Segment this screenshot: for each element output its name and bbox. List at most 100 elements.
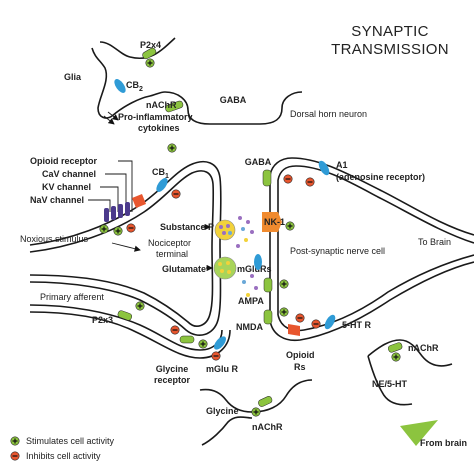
- mglur-receptor: [214, 336, 226, 350]
- p2x4-label: P2x4: [140, 40, 161, 50]
- mglurs-label: mGluRs: [237, 264, 272, 274]
- stimulate-marker: [391, 352, 401, 362]
- legend-inhibit-icon: [10, 451, 20, 461]
- cb2-label: CB2: [126, 80, 143, 93]
- 5ht-label: 5-HT R: [342, 320, 372, 330]
- ampa-receptor: [263, 277, 273, 293]
- to-brain-label: To Brain: [418, 237, 451, 247]
- mglu-r-label: mGlu R: [206, 364, 239, 374]
- cytokine-arrow: [103, 115, 115, 125]
- noxious-arrow: [111, 242, 141, 252]
- legend-stimulate-icon: [10, 436, 20, 446]
- legend-inhibits-label: Inhibits cell activity: [26, 451, 101, 461]
- inhibit-marker: [283, 174, 293, 184]
- nachr-receptor: [387, 342, 403, 353]
- inhibit-marker: [126, 223, 136, 233]
- p2x3-receptor: [117, 310, 133, 321]
- stimulate-marker: [113, 226, 123, 236]
- descending-neuron: [367, 339, 453, 406]
- stimulate-marker: [198, 339, 208, 349]
- stimulate-marker: [279, 307, 289, 317]
- title-line-1: SYNAPTIC: [351, 23, 428, 40]
- ion-channels: [104, 202, 130, 222]
- ne-5ht-label: NE/5-HT: [372, 379, 408, 389]
- dorsal-horn-label: Dorsal horn neuron: [290, 109, 367, 119]
- post-synaptic-label: Post-synaptic nerve cell: [290, 246, 385, 256]
- cb2-receptor: [114, 79, 126, 93]
- glutamate-label: Glutamate: [162, 264, 206, 274]
- kv-channel-label: KV channel: [42, 182, 91, 192]
- cav-channel-label: CaV channel: [42, 169, 96, 179]
- inhibit-marker: [305, 177, 315, 187]
- nav-channel-label: NaV channel: [30, 195, 84, 205]
- glutamate-vesicle: [213, 256, 237, 280]
- glycine-bottom-label: Glycine: [206, 406, 239, 416]
- leader-line: [88, 199, 111, 212]
- substance-p-vesicle: [214, 219, 236, 241]
- p2x4-receptor: [142, 47, 157, 60]
- 5ht-receptor: [324, 314, 336, 330]
- inhibit-marker: [295, 313, 305, 323]
- leader-line: [105, 173, 127, 212]
- opioid-receptor-label: Opioid receptor: [30, 156, 98, 166]
- nachr-receptor: [258, 396, 273, 407]
- glycine-receptor: [179, 335, 195, 344]
- cytokines-label-1: Pro-inflammatory: [118, 112, 193, 122]
- stimulate-marker: [135, 301, 145, 311]
- primary-afferent: [29, 304, 231, 359]
- noxious-stimulus-label: Noxious stimulus: [20, 234, 89, 244]
- cb1-receptor: [156, 178, 168, 192]
- p2x3-label: P2x3: [92, 315, 113, 325]
- nk1-label: NK-1: [264, 217, 285, 227]
- gaba-receptor: [262, 169, 272, 187]
- from-brain-label: From brain: [420, 438, 467, 448]
- nociceptor-terminal: [29, 161, 222, 336]
- stimulate-marker: [167, 143, 177, 153]
- nachr-bottom-label: nAChR: [252, 422, 283, 432]
- stimulate-marker: [145, 58, 155, 68]
- stimulate-marker: [99, 224, 109, 234]
- gaba-top-label: GABA: [220, 95, 247, 105]
- from-brain-arrow-icon: [400, 420, 438, 446]
- a1-label-1: A1: [336, 160, 348, 170]
- leader-line: [100, 186, 119, 212]
- stimulate-marker: [251, 407, 261, 417]
- neurotransmitter-dots: [236, 216, 258, 297]
- gaba-mid-label: GABA: [245, 157, 272, 167]
- nmda-label: NMDA: [236, 322, 263, 332]
- legend-stimulates-label: Stimulates cell activity: [26, 436, 115, 446]
- glia-label: Glia: [64, 72, 82, 82]
- stimulate-marker: [285, 221, 295, 231]
- dorsal-horn-neuron: [164, 91, 303, 125]
- stimulate-marker: [279, 279, 289, 289]
- cytokines-label-2: cytokines: [138, 123, 180, 133]
- nmda-receptor: [263, 309, 273, 325]
- leader-line: [118, 160, 133, 212]
- nociceptor-label-2: terminal: [156, 249, 188, 259]
- mglurs-receptor: [254, 254, 262, 270]
- nachr-right-label: nAChR: [408, 343, 439, 353]
- nk1-receptor: [262, 212, 282, 232]
- opioid-rs-receptor: [288, 324, 300, 336]
- inhibit-marker: [211, 351, 221, 361]
- primary-afferent-label: Primary afferent: [40, 292, 104, 302]
- inhibit-marker: [311, 319, 321, 329]
- opioid-rs-label-1: Opioid: [286, 350, 315, 360]
- a1-receptor: [318, 160, 330, 176]
- opioid-rs-label-2: Rs: [294, 362, 306, 372]
- nociceptor-label-1: Nociceptor: [148, 238, 191, 248]
- inhibit-marker: [171, 189, 181, 199]
- cb1-label: CB1: [152, 167, 169, 180]
- cytokine-arrow: [107, 111, 119, 121]
- glycine-receptor-label-2: receptor: [154, 375, 191, 385]
- opioid-receptor: [132, 194, 146, 208]
- glycine-receptor-label-1: Glycine: [156, 364, 189, 374]
- substance-p-label: Substance P: [160, 222, 214, 232]
- ampa-label: AMPA: [238, 296, 264, 306]
- legend: Stimulates cell activity Inhibits cell a…: [10, 436, 115, 461]
- a1-label-2: (adenosine receptor): [336, 172, 425, 182]
- nachr-top-label: nAChR: [146, 100, 177, 110]
- glia-cell: [91, 37, 176, 119]
- inhibit-marker: [170, 325, 180, 335]
